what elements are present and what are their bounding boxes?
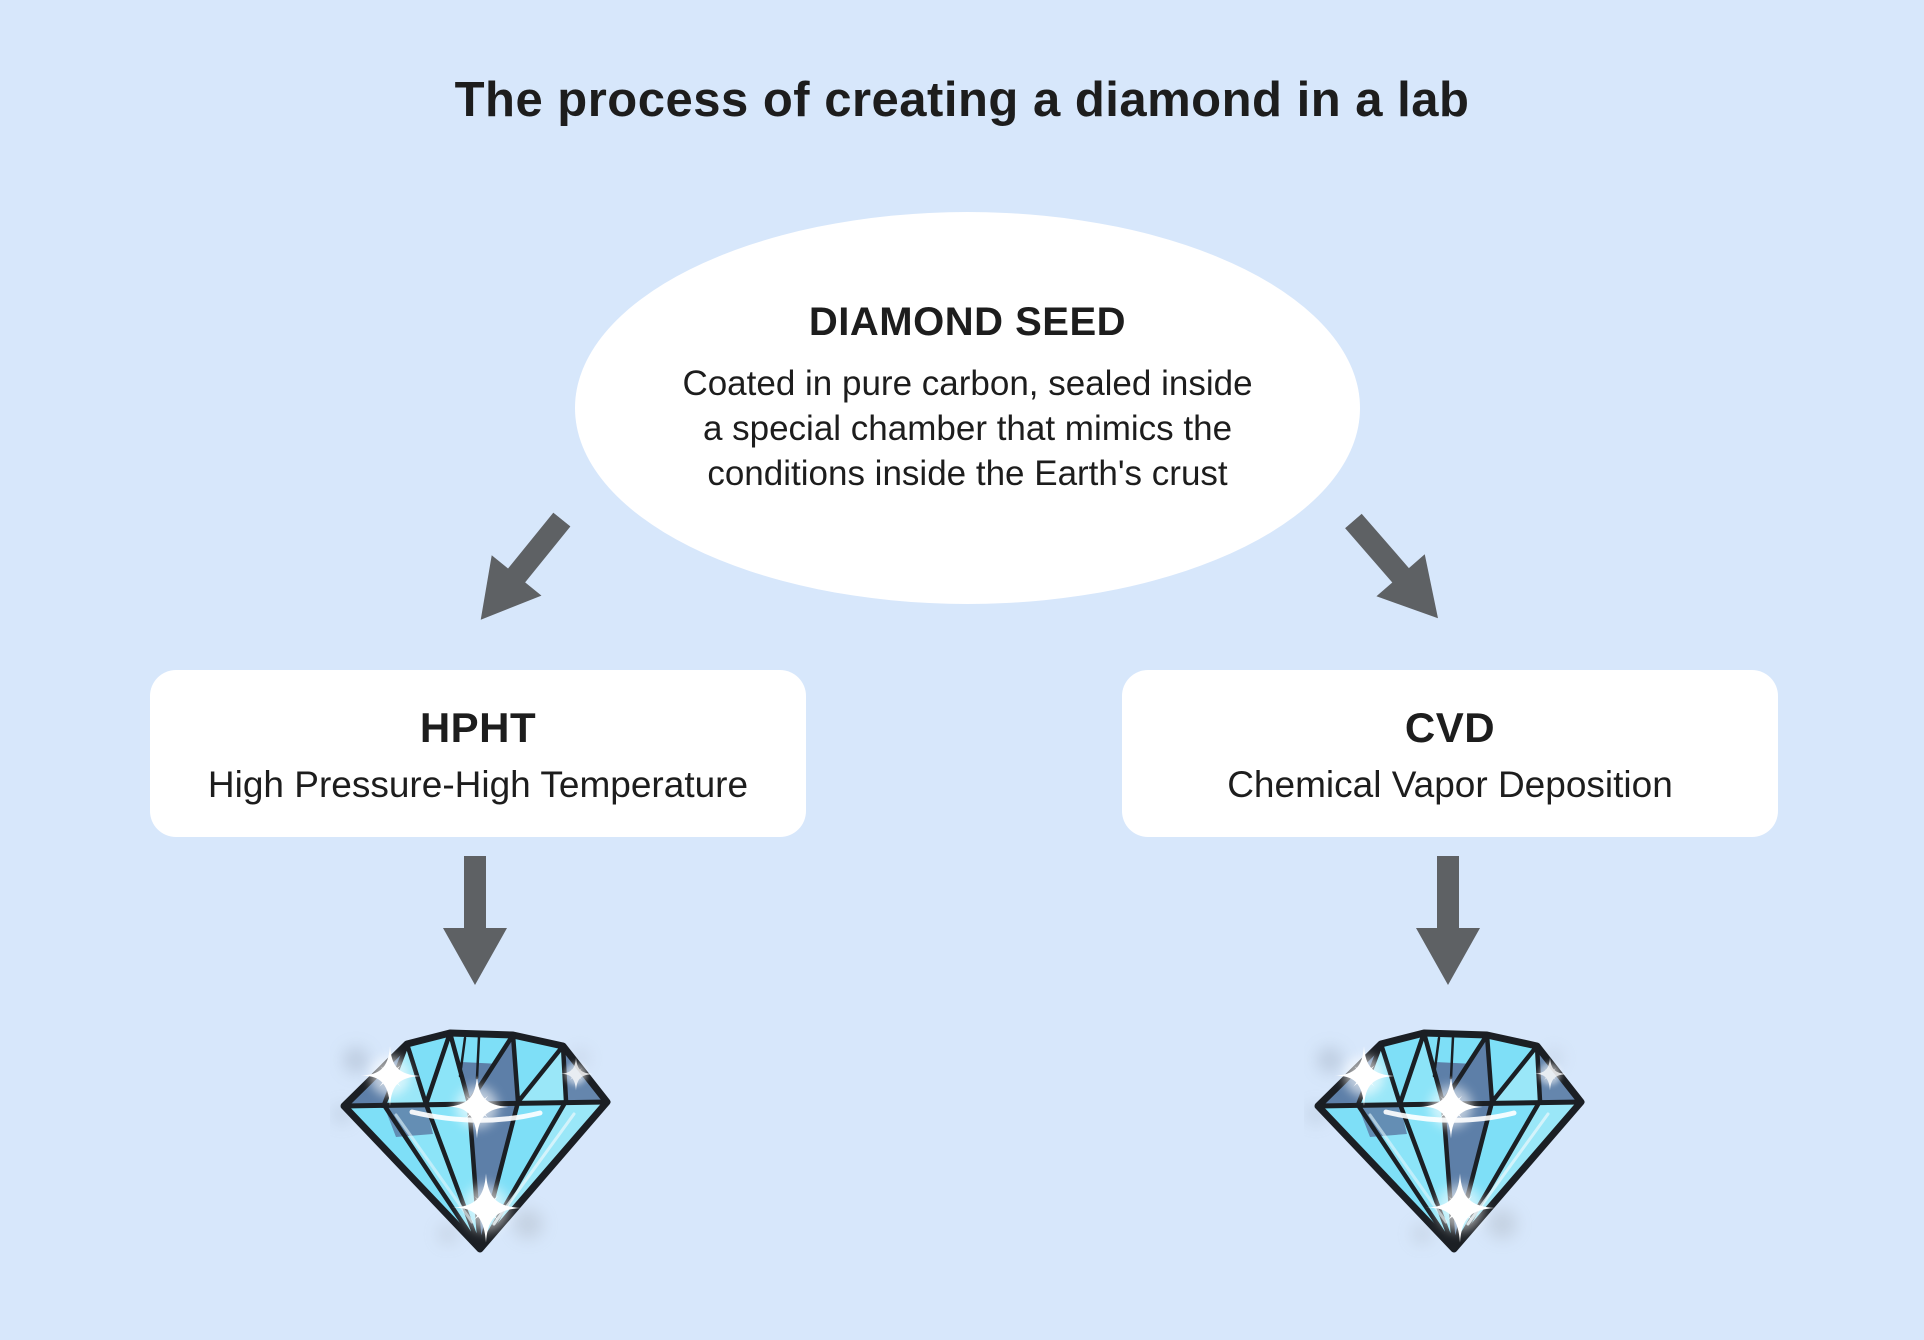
seed-description-line-3: conditions inside the Earth's crust	[707, 454, 1228, 493]
seed-description-line-1: Coated in pure carbon, sealed inside	[682, 364, 1253, 403]
arrow-down-icon	[1416, 856, 1480, 985]
cvd-name: Chemical Vapor Deposition	[1227, 764, 1673, 805]
cvd-abbr: CVD	[1404, 704, 1496, 751]
hpht-name: High Pressure-High Temperature	[207, 764, 749, 805]
arrow-down-icon	[443, 856, 507, 985]
cvd-node: CVD Chemical Vapor Deposition	[1122, 670, 1778, 837]
arrow-down-left-icon	[455, 499, 587, 640]
diamond-seed-node: DIAMOND SEED Coated in pure carbon, seal…	[575, 212, 1360, 604]
diamond-seed-heading: DIAMOND SEED	[808, 300, 1127, 344]
hpht-abbr: HPHT	[419, 704, 537, 751]
seed-description-line-2: a special chamber that mimics the	[702, 409, 1233, 448]
diamond-illustration	[1304, 1018, 1594, 1258]
diamond-illustration	[330, 1018, 620, 1258]
hpht-node: HPHT High Pressure-High Temperature	[150, 670, 806, 837]
diamond-seed-description: Coated in pure carbon, sealed inside a s…	[575, 361, 1360, 496]
arrow-down-right-icon	[1329, 499, 1463, 640]
page-title: The process of creating a diamond in a l…	[454, 73, 1470, 127]
